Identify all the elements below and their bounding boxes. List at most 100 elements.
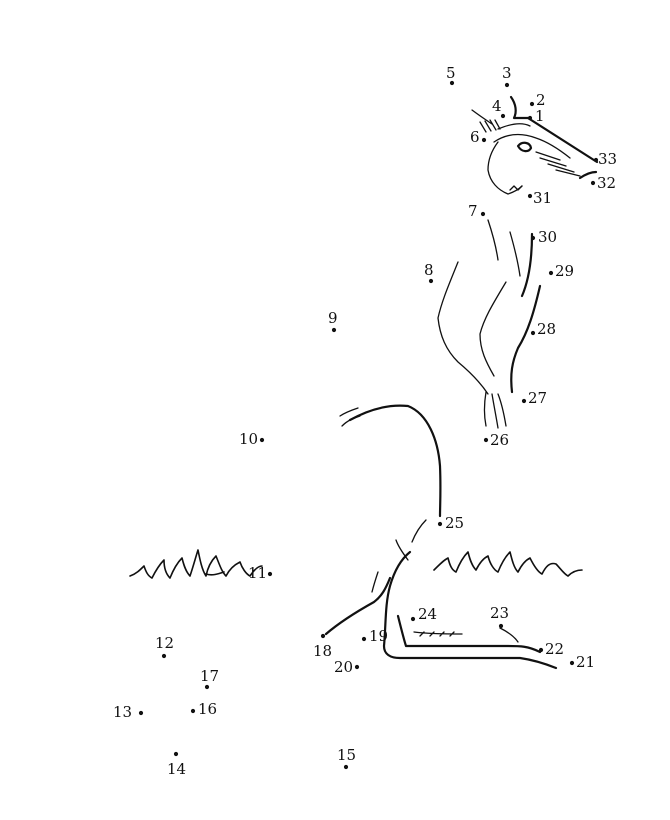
dot-17: 17 [200,667,219,690]
dot-number-label: 14 [167,760,186,778]
dot-marker [483,437,489,443]
dot-number-label: 20 [334,658,353,676]
dot-4: 4 [492,97,506,119]
dot-number-label: 10 [239,430,258,448]
dot-12: 12 [155,634,174,659]
dot-32: 32 [590,174,616,192]
dot-marker [593,157,599,163]
dot-marker [161,653,167,659]
dot-number-label: 19 [369,627,388,645]
dot-marker [428,278,434,284]
dot-23: 23 [490,604,509,629]
dot-27: 27 [521,389,547,407]
dot-number-label: 18 [313,642,332,660]
dot-number-label: 28 [537,320,556,338]
dot-marker [530,235,536,241]
dot-30: 30 [530,228,557,246]
dot-7: 7 [468,202,486,220]
grass-tuft-left [129,549,263,579]
dot-marker [410,616,416,622]
dot-marker [569,660,575,666]
dot-number-label: 27 [528,389,547,407]
dot-marker [498,623,504,629]
dot-10: 10 [239,430,265,448]
dot-number-label: 29 [555,262,574,280]
dot-1: 1 [527,107,545,125]
dot-number-label: 26 [490,431,509,449]
dot-number-label: 33 [598,150,617,168]
dot-25: 25 [437,514,464,532]
dot-28: 28 [530,320,556,338]
dot-26: 26 [483,431,509,449]
dot-marker [500,113,506,119]
dot-9: 9 [328,309,338,333]
dot-8: 8 [424,261,434,284]
dot-marker [437,521,443,527]
dot-21: 21 [569,653,595,671]
dot-31: 31 [527,189,552,207]
dot-16: 16 [190,700,217,718]
dot-marker [449,80,455,86]
dot-number-label: 15 [337,746,356,764]
dot-13: 13 [113,703,144,721]
dot-marker [190,708,196,714]
dot-5: 5 [446,64,456,86]
dot-number-label: 11 [248,564,267,582]
dot-marker [204,684,210,690]
dot-marker [354,664,360,670]
dot-number-label: 6 [470,128,480,146]
dot-marker [361,636,367,642]
dot-20: 20 [334,658,360,676]
dot-number-label: 2 [536,91,546,109]
dot-number-label: 7 [468,202,478,220]
dot-15: 15 [337,746,356,770]
dot-19: 19 [361,627,388,645]
dot-number-label: 22 [545,640,564,658]
dot-number-label: 31 [533,189,552,207]
dot-marker [521,398,527,404]
dot-marker [538,647,544,653]
dot-marker [527,115,533,121]
grass-tuft-right [433,551,583,577]
dot-number-label: 1 [535,107,545,125]
dot-number-label: 5 [446,64,456,82]
dot-22: 22 [538,640,564,658]
dot-marker [480,211,486,217]
dot-number-label: 23 [490,604,509,622]
dot-marker [173,751,179,757]
dot-6: 6 [470,128,487,146]
dot-2: 2 [529,91,546,109]
dot-number-label: 13 [113,703,132,721]
kangaroo-partial-outline [324,95,599,670]
dot-number-label: 8 [424,261,434,279]
dot-number-label: 16 [198,700,217,718]
dot-marker [504,82,510,88]
dot-number-label: 30 [538,228,557,246]
dot-number-label: 3 [502,64,512,82]
dot-marker [267,571,273,577]
dot-marker [320,633,326,639]
dot-24: 24 [410,605,437,623]
dot-marker [331,327,337,333]
dot-marker [530,330,536,336]
dot-number-label: 32 [597,174,616,192]
dot-29: 29 [548,262,574,280]
dot-14: 14 [167,751,186,778]
dot-number-label: 25 [445,514,464,532]
dot-marker [343,764,349,770]
dot-marker [590,180,596,186]
dot-marker [548,270,554,276]
dot-marker [259,437,265,443]
dot-3: 3 [502,64,512,88]
dot-number-label: 4 [492,97,502,115]
dot-18: 18 [313,633,332,660]
dot-number-label: 21 [576,653,595,671]
dot-number-label: 17 [200,667,219,685]
dot-number-label: 12 [155,634,174,652]
dot-11: 11 [248,564,273,582]
dot-33: 33 [593,150,617,168]
dot-marker [138,710,144,716]
dot-number-label: 24 [418,605,437,623]
